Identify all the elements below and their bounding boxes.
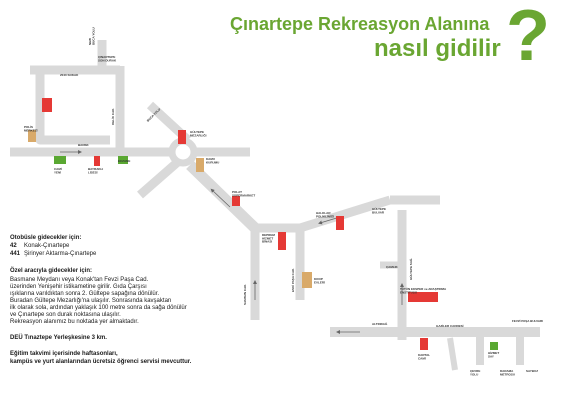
marker-red-3 bbox=[178, 130, 186, 144]
label-camlik: ÇAMLIK bbox=[386, 265, 398, 269]
marker-green-3 bbox=[490, 342, 498, 350]
car-text-5: ilk olarak sola, ardından yaklaşık 100 m… bbox=[10, 305, 187, 311]
marker-tan-1 bbox=[28, 130, 36, 142]
label-gaziler: GAZİLER CADDESİ bbox=[436, 323, 464, 328]
bus-line-1-route: Konak-Çınartepe bbox=[24, 243, 70, 249]
label-vertical-top: NEWBUCA YOLU bbox=[88, 27, 95, 45]
direction-arrows bbox=[60, 150, 404, 334]
label-2040: 2040 SOKAK bbox=[60, 73, 79, 77]
car-text-7: Rekreasyon alanımız bu noktada yer almak… bbox=[10, 319, 139, 325]
bus-line-2-number: 441 bbox=[10, 251, 21, 257]
deu-note: DEÜ Tınaztepe Yerleşkesine 3 km. bbox=[10, 335, 107, 341]
label-gultepe-sag: GÜLTEPE SAĞ. bbox=[408, 258, 413, 280]
bus-heading: Otobüsle gidecekler için: bbox=[10, 235, 82, 241]
road-diagonal bbox=[186, 161, 259, 232]
label-delik: DELİK CAD. bbox=[110, 108, 115, 125]
marker-red-1 bbox=[42, 98, 52, 112]
arrow-2 bbox=[210, 188, 231, 208]
bus-line-1-number: 42 bbox=[10, 243, 17, 249]
car-text-6: ve Çınartepe son durak noktasına ulaşılı… bbox=[10, 312, 121, 318]
marker-red-5 bbox=[278, 232, 286, 250]
marker-red-6 bbox=[336, 216, 344, 230]
bus-line-2-route: Şirinyer Aktarma-Çınartepe bbox=[24, 251, 97, 257]
marker-tan-2 bbox=[196, 158, 204, 172]
road-gultepe-bulvar bbox=[298, 195, 392, 233]
label-fevzi-pasa: FEVZİ PAŞA BULVARI bbox=[512, 318, 543, 323]
place-markers bbox=[28, 98, 498, 350]
road-bottom-branch bbox=[447, 337, 458, 371]
label-samsun: SAMSUN CAD. bbox=[243, 284, 247, 305]
label-altindag: ALTINDAĞ bbox=[372, 321, 388, 326]
car-text-1: Basmane Meydanı veya Konak'tan Fevzi Paş… bbox=[10, 277, 149, 283]
marker-red-2 bbox=[94, 156, 100, 166]
car-text-3: ışıklarına varıldıktan sonra 2. Gültepe … bbox=[10, 291, 160, 297]
car-text-4: Buradan Gültepe Mezarlığı'na ulaşılır. S… bbox=[10, 298, 172, 304]
page-title-line2: nasıl gidilir bbox=[374, 35, 501, 62]
marker-red-4 bbox=[232, 196, 240, 206]
marker-green-1 bbox=[54, 156, 66, 164]
question-mark: ? bbox=[506, 0, 550, 76]
label-saybuz: SAYBUZ bbox=[526, 369, 538, 373]
car-text-2: üzerinden Yenişehir istikametine girilir… bbox=[10, 284, 147, 290]
marker-tan-3 bbox=[302, 272, 312, 288]
shuttle-note-1: Eğitim takvimi içerisinde haftasonları, bbox=[10, 351, 118, 357]
label-eski-pasa: ESKİ PAŞA CAD. bbox=[290, 268, 295, 292]
marker-red-7 bbox=[408, 292, 438, 302]
shuttle-note-2: kampüs ve yurt alanlarından ücretsiz öğr… bbox=[10, 359, 192, 365]
roundabout bbox=[168, 137, 198, 167]
page-title-line1: Çınartepe Rekreasyon Alanına bbox=[230, 14, 490, 34]
road-left-loop bbox=[35, 70, 110, 145]
road-sw bbox=[137, 156, 183, 199]
label-eczane: ECZANE bbox=[118, 159, 130, 163]
marker-red-8 bbox=[420, 338, 428, 350]
label-bansk: BANSK bbox=[78, 143, 90, 147]
marker-green-2 bbox=[118, 156, 128, 164]
bus-line-1: 42 Konak-Çınartepe bbox=[10, 243, 69, 251]
car-heading: Özel aracıyla gidecekler için: bbox=[10, 268, 93, 274]
